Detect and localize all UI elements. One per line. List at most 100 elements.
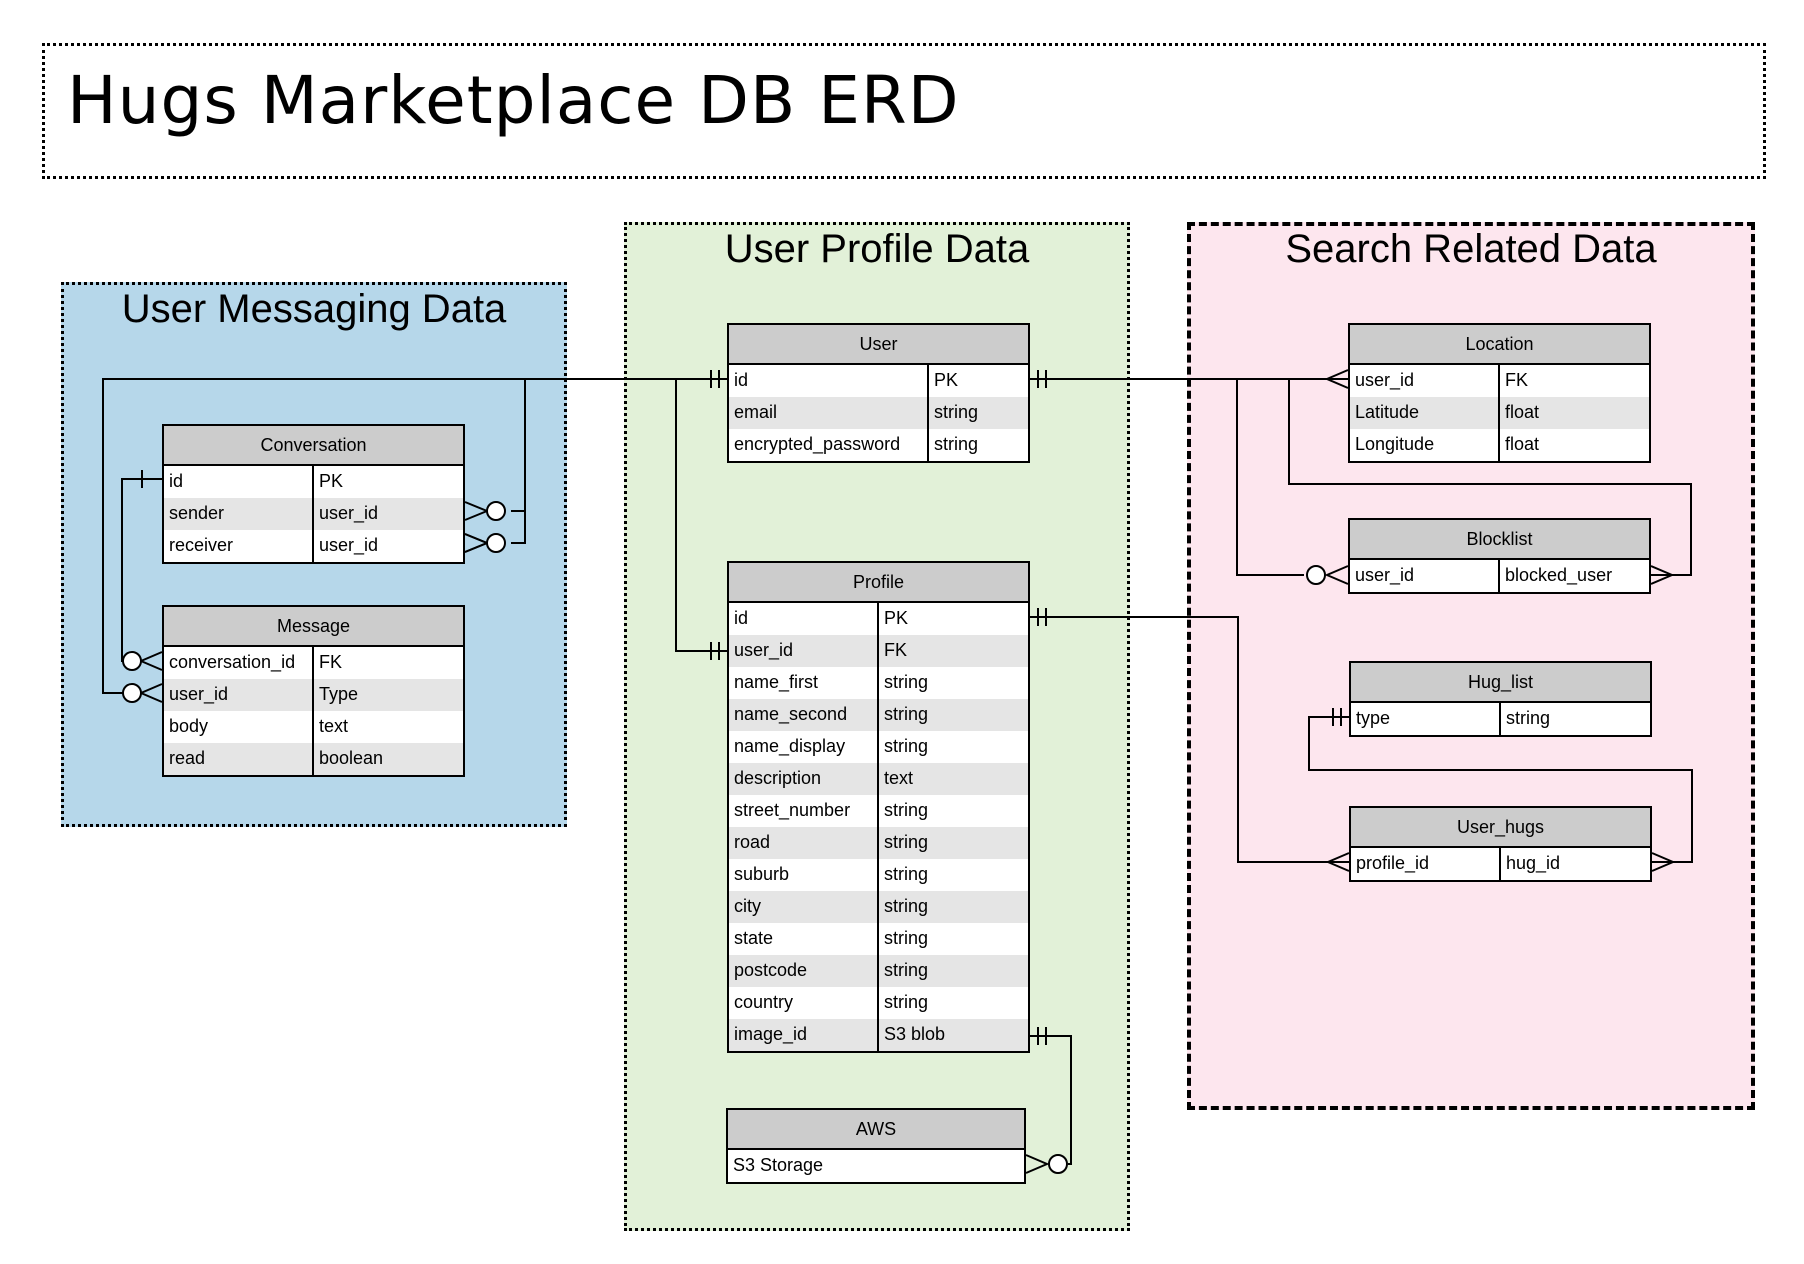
- field-type: user_id: [319, 503, 379, 523]
- field-name: description: [729, 763, 879, 795]
- zero-circle-blocklist-user-id: [1306, 565, 1326, 585]
- zero-circle-message-user-id: [122, 683, 142, 703]
- field-name: encrypted_password: [729, 429, 929, 461]
- field-name: sender: [164, 498, 314, 530]
- field-name: name_second: [729, 699, 879, 731]
- edge-user-profile: [675, 379, 727, 652]
- crowfoot-location-user-id: [1324, 369, 1349, 389]
- field-name: profile_id: [1351, 848, 1501, 880]
- field-type: float: [1505, 402, 1540, 422]
- entity-header: Message: [164, 607, 463, 647]
- crowfoot-blocklist-user-id: [1324, 565, 1349, 585]
- field-type: PK: [319, 471, 344, 491]
- field-type: string: [884, 672, 929, 692]
- field-type: PK: [884, 608, 909, 628]
- field-type: boolean: [319, 748, 384, 768]
- field-name: id: [164, 466, 314, 498]
- field-name: user_id: [1350, 560, 1500, 592]
- field-name: postcode: [729, 955, 879, 987]
- crowfoot-message-conversation-id: [138, 651, 163, 671]
- field-type: string: [884, 992, 929, 1012]
- crowfoot-blocklist-blocked: [1650, 565, 1675, 585]
- entity-header: User: [729, 325, 1028, 365]
- edge-user-trunk-west: [102, 378, 727, 694]
- crowfoot-conversation-receiver: [464, 533, 490, 553]
- entity-header: AWS: [728, 1110, 1024, 1150]
- zero-circle-aws-s3: [1048, 1154, 1068, 1174]
- edge-conversation-message: [121, 478, 162, 662]
- field-type: string: [884, 800, 929, 820]
- marker-profile-image-id: [1037, 1027, 1047, 1045]
- entity-header: Profile: [729, 563, 1028, 603]
- marker-profile-user-id: [710, 642, 720, 660]
- field-type: string: [884, 864, 929, 884]
- field-type: FK: [1505, 370, 1529, 390]
- zero-markers: [122, 501, 1326, 1174]
- field-type: FK: [319, 652, 343, 672]
- field-name: name_first: [729, 667, 879, 699]
- edge-user-conversation: [511, 379, 526, 544]
- field-type: string: [884, 832, 929, 852]
- field-name: Longitude: [1350, 429, 1500, 461]
- field-name: user_id: [1350, 365, 1500, 397]
- field-type: float: [1505, 434, 1540, 454]
- field-type: hug_id: [1506, 853, 1561, 873]
- field-type: string: [884, 960, 929, 980]
- field-type: PK: [934, 370, 959, 390]
- title-banner: Hugs Marketplace DB ERD: [42, 43, 1766, 179]
- field-name: name_display: [729, 731, 879, 763]
- edge-hug-list-user-hugs: [1308, 716, 1693, 863]
- field-name: user_id: [164, 679, 314, 711]
- crowfoot-message-user-id: [138, 683, 163, 703]
- field-name: street_number: [729, 795, 879, 827]
- field-type: string: [934, 402, 979, 422]
- edge-user-blocklist-blocked: [1288, 379, 1692, 576]
- field-name: id: [729, 365, 929, 397]
- field-name: image_id: [729, 1019, 879, 1051]
- marker-hug-list-type: [1332, 708, 1342, 726]
- field-name: receiver: [164, 530, 314, 562]
- entity-header: Hug_list: [1351, 663, 1650, 703]
- entity-header: Location: [1350, 325, 1649, 365]
- field-name: road: [729, 827, 879, 859]
- entity-aws[interactable]: AWS S3 Storage: [726, 1108, 1026, 1184]
- crowfoot-conversation-receiver-b: [464, 501, 490, 521]
- field-type: user_id: [319, 535, 379, 555]
- many-markers: [138, 369, 1676, 1174]
- edge-profile-user-hugs: [1030, 616, 1349, 863]
- field-name: country: [729, 987, 879, 1019]
- zero-circle-conversation-receiver: [486, 533, 506, 553]
- crowfoot-conversation-sender: [464, 533, 490, 553]
- entity-header: User_hugs: [1351, 808, 1650, 848]
